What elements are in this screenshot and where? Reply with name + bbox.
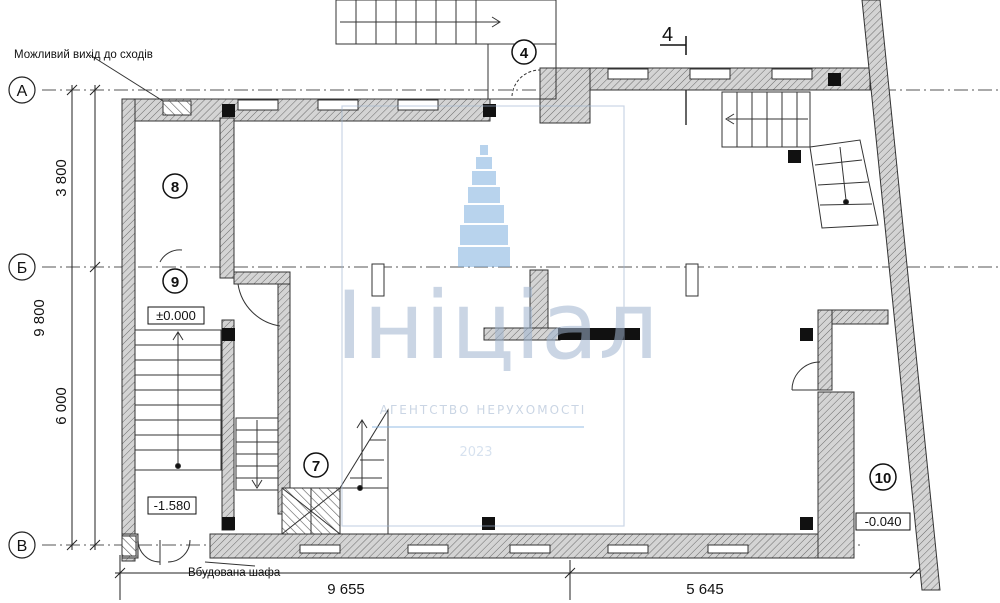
section-mark: 4 bbox=[660, 24, 687, 55]
room-label-8: 8 bbox=[162, 173, 188, 199]
svg-text:-0.040: -0.040 bbox=[865, 514, 902, 529]
room-label-10: 10 bbox=[869, 463, 897, 491]
watermark-subtitle: АГЕНТСТВО НЕРУХОМОСТІ bbox=[380, 403, 587, 417]
svg-text:9: 9 bbox=[171, 274, 179, 291]
bottom-dimensions bbox=[114, 555, 921, 600]
doors bbox=[137, 249, 821, 565]
inner-stair bbox=[235, 408, 389, 535]
watermark-tower-icon bbox=[458, 145, 510, 267]
room-label-9: 9 bbox=[162, 268, 188, 294]
svg-text:10: 10 bbox=[875, 470, 892, 487]
exit-hatch bbox=[162, 100, 192, 116]
svg-text:А: А bbox=[17, 83, 28, 100]
watermark-year: 2023 bbox=[459, 445, 492, 460]
exit-leader bbox=[89, 54, 164, 102]
dim-left-total: 9 800 bbox=[31, 299, 48, 337]
left-dimensions bbox=[66, 84, 101, 551]
room-label-7: 7 bbox=[303, 452, 329, 478]
svg-text:7: 7 bbox=[312, 458, 320, 475]
svg-text:Б: Б bbox=[17, 260, 28, 277]
windows bbox=[237, 68, 813, 554]
svg-text:В: В bbox=[17, 538, 28, 555]
svg-text:-1.580: -1.580 bbox=[154, 498, 191, 513]
central-core bbox=[371, 263, 699, 341]
wardrobe-leader bbox=[204, 561, 256, 567]
watermark-brand: Ініціал bbox=[335, 272, 658, 381]
room-label-4: 4 bbox=[511, 39, 537, 65]
level-main: ±0.000 bbox=[147, 306, 205, 325]
svg-text:8: 8 bbox=[171, 179, 179, 196]
watermark-frame bbox=[341, 105, 625, 527]
left-stair bbox=[134, 329, 222, 471]
level-room10: -0.040 bbox=[855, 512, 911, 531]
columns bbox=[222, 73, 841, 530]
watermark: Ініціал АГЕНТСТВО НЕРУХОМОСТІ 2023 bbox=[335, 105, 659, 527]
walls bbox=[121, 0, 941, 591]
wardrobe-note: Вбудована шафа bbox=[188, 567, 281, 579]
svg-text:4: 4 bbox=[520, 45, 529, 62]
dim-bottom-right: 5 645 bbox=[686, 581, 724, 598]
grid-axis-b: Б bbox=[8, 253, 36, 281]
svg-text:4: 4 bbox=[662, 24, 673, 46]
exit-note: Можливий вихід до сходів bbox=[14, 49, 153, 61]
grid-axis-c: В bbox=[8, 531, 36, 559]
dim-left-total-label: 3 800 bbox=[53, 159, 70, 197]
level-stair: -1.580 bbox=[147, 496, 197, 515]
dim-left-lower: 6 000 bbox=[53, 387, 70, 425]
svg-text:±0.000: ±0.000 bbox=[156, 308, 196, 323]
grid-axis-a: А bbox=[8, 76, 36, 104]
right-stair bbox=[685, 90, 879, 229]
dim-bottom-left: 9 655 bbox=[327, 581, 365, 598]
wardrobe-hatch bbox=[121, 535, 137, 557]
